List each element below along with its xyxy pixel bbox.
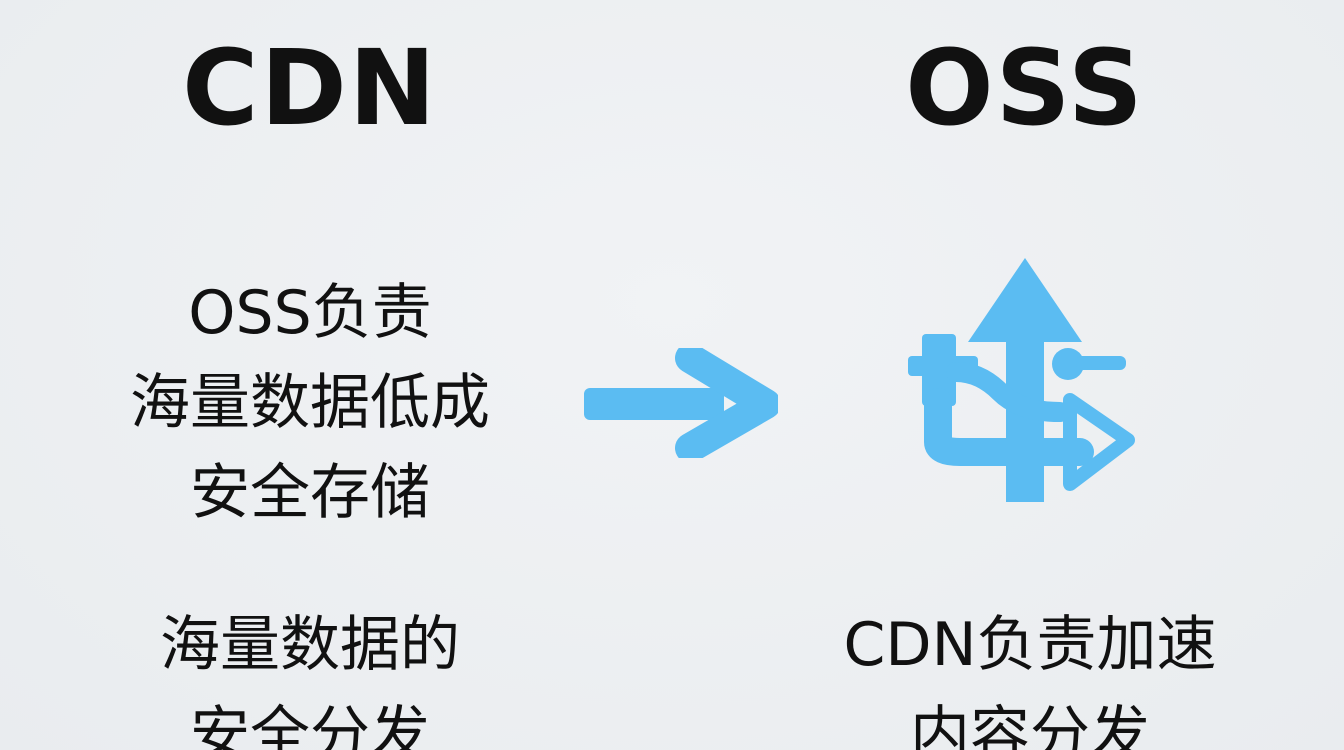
cdn-description-line: CDN负责加速 (843, 610, 1217, 680)
cdn-description: CDN负责加速 内容分发 (790, 600, 1270, 750)
distribution-description-line: 安全分发 (190, 700, 430, 750)
oss-heading: OSS (905, 27, 1145, 149)
cdn-heading: CDN (182, 27, 438, 149)
distribution-description-line: 海量数据的 (160, 610, 460, 680)
oss-description: OSS负责 海量数据低成 安全存储 (60, 268, 560, 538)
right-arrow-icon (584, 348, 778, 458)
cdn-description-line: 内容分发 (910, 700, 1150, 750)
oss-description-line: 安全存储 (190, 458, 430, 528)
oss-description-line: 海量数据低成 (130, 368, 490, 438)
branching-arrows-icon (908, 258, 1135, 502)
distribution-description: 海量数据的 安全分发 (60, 600, 560, 750)
oss-description-line: OSS负责 (188, 278, 432, 348)
